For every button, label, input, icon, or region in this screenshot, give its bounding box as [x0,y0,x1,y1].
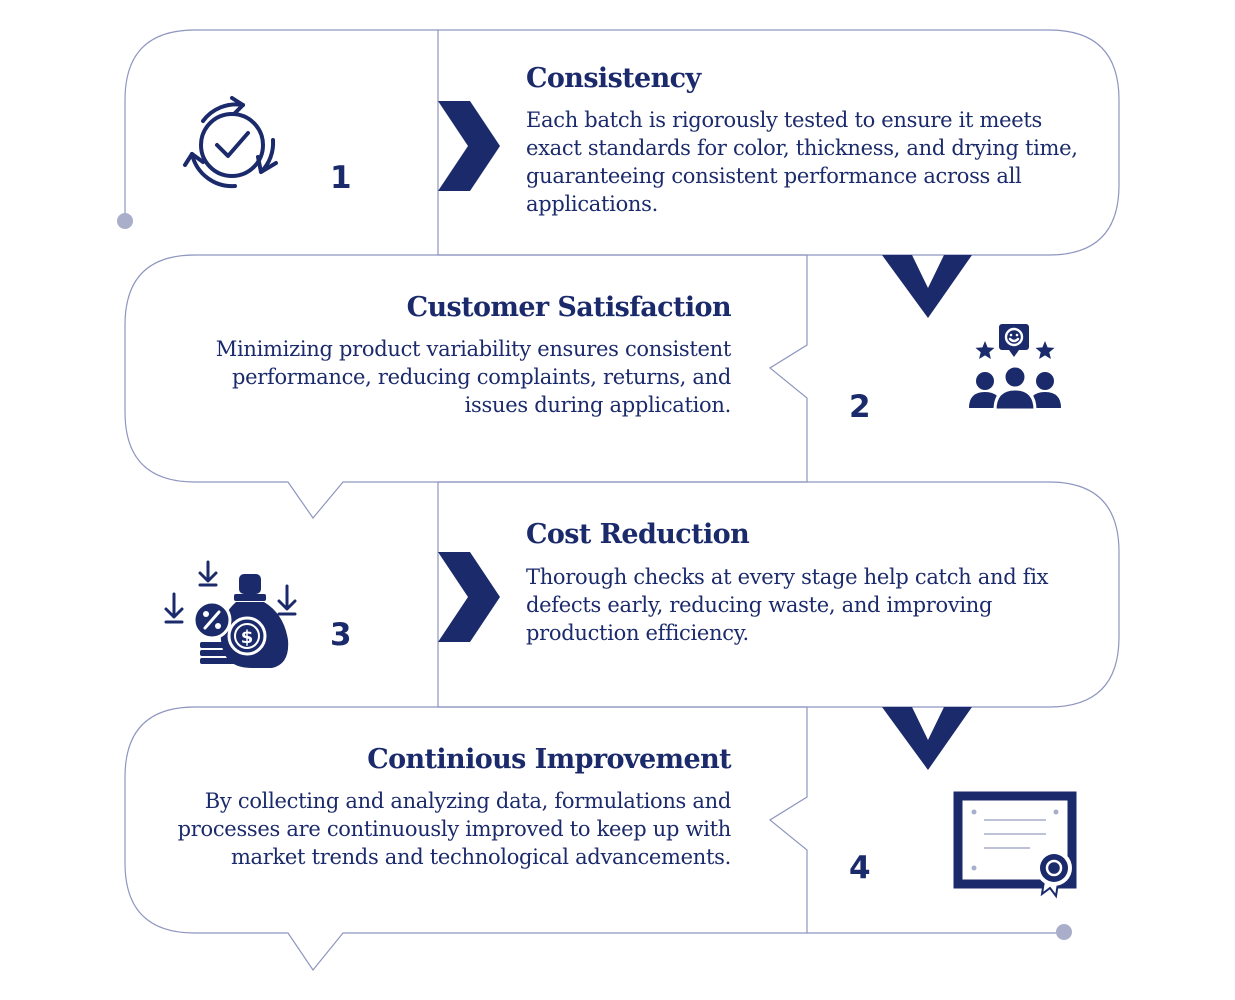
certificate-icon [953,791,1077,899]
card-2-outline [124,254,808,519]
chevron-down-icon [882,707,972,770]
start-dot [117,213,133,229]
step-number: 3 [330,617,352,653]
card-4-outline [124,706,808,972]
card-3-outline [437,481,1120,708]
step-description: Each batch is rigorously tested to ensur… [526,108,1078,216]
step-title: Customer Satisfaction [406,292,732,323]
chevron-down-icon [882,255,972,318]
money-bag-savings-icon: $ [164,560,297,668]
end-dot [1056,924,1072,940]
step-title: Cost Reduction [526,519,750,550]
customer-rating-group-icon [969,324,1061,412]
step-description: Minimizing product variability ensures c… [215,337,732,417]
step-description: Thorough checks at every stage help catc… [526,565,1049,645]
step-number: 1 [330,160,352,196]
step-number: 4 [849,850,871,886]
step-title: Continious Improvement [367,744,731,775]
svg-text:$: $ [241,627,254,648]
card-1-outline [124,29,1120,256]
chevron-right-icon [438,101,500,191]
quality-check-cycle-icon [183,96,278,189]
step-description: By collecting and analyzing data, formul… [177,789,732,869]
step-title: Consistency [526,63,701,94]
chevron-right-icon [438,552,500,642]
step-number: 2 [849,389,871,425]
